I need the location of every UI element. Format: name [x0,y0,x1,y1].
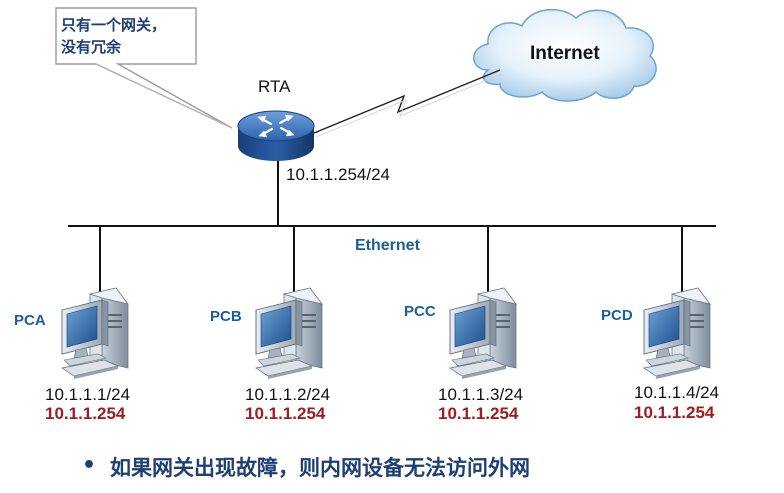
pc-name-c: PCC [404,303,436,320]
callout-note: 只有一个网关， 没有冗余 [61,14,193,58]
pc-ip-b: 10.1.1.2/24 [245,385,331,404]
ethernet-label: Ethernet [355,237,420,254]
desktop-computer-icon [61,287,129,380]
router-name: RTA [258,77,291,96]
pc-name-b: PCB [210,308,242,325]
callout-pointer-shadow [95,63,233,129]
pc-name-a: PCA [14,312,46,329]
serial-link-icon [313,69,501,134]
router-icon [237,110,315,161]
callout-line-1: 只有一个网关， [61,16,167,34]
pc-ip-d: 10.1.1.4/24 [634,383,720,402]
cloud-icon [473,8,657,102]
callout-line-2: 没有冗余 [61,38,122,56]
router-ip: 10.1.1.254/24 [286,165,390,184]
pc-gateway-a: 10.1.1.254 [45,404,126,423]
desktop-computer-icon [449,287,517,380]
pc-gateway-b: 10.1.1.254 [245,404,326,423]
pc-gateway-d: 10.1.1.254 [634,403,715,422]
callout-bubble [55,7,233,129]
pc-ip-a: 10.1.1.1/24 [45,385,131,404]
pc-ip-c: 10.1.1.3/24 [438,385,524,404]
bullet-text: 如果网关出现故障，则内网设备无法访问外网 [110,456,530,480]
desktop-computer-icon [643,287,711,380]
internet-label: Internet [530,43,600,64]
desktop-computer-icon [255,287,323,380]
bullet-marker: • [82,453,97,478]
pc-name-d: PCD [601,307,633,324]
pc-gateway-c: 10.1.1.254 [438,404,519,423]
